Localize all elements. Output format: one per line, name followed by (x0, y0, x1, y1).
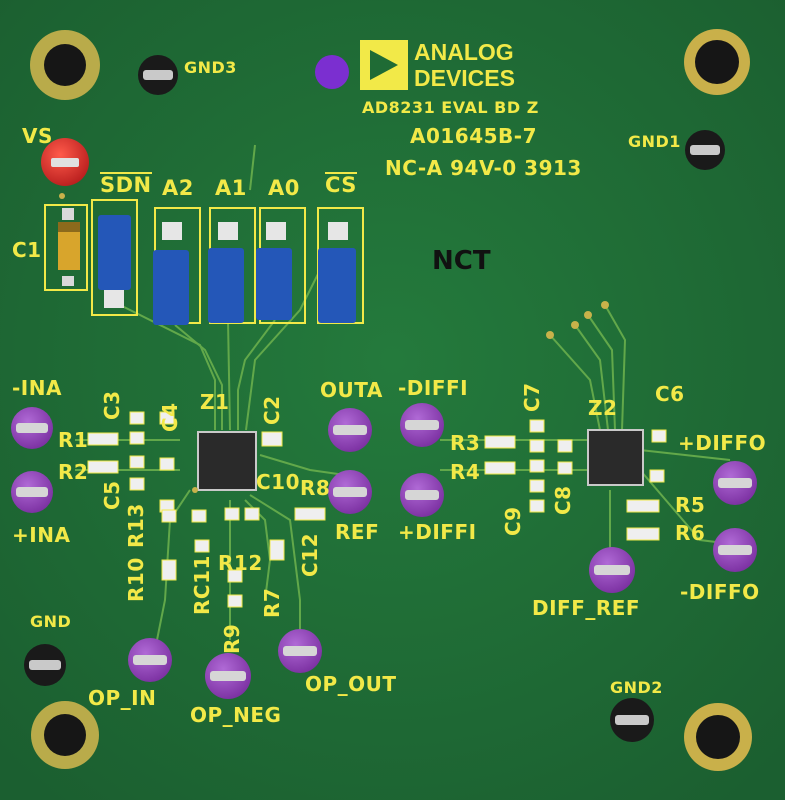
label-gnd2: GND2 (610, 678, 663, 697)
label-c4: C4 (158, 402, 182, 432)
label-c6: C6 (655, 382, 685, 406)
label-r7: R7 (260, 587, 284, 618)
c1-capacitor-icon (44, 204, 88, 291)
label-vs: VS (22, 124, 53, 148)
jumper-header-icon (91, 199, 364, 325)
label-sdn: SDN (100, 172, 152, 197)
label-op-in: OP_IN (88, 686, 157, 710)
label-ref: REF (335, 520, 380, 544)
label-pos-diffi: +DIFFI (398, 520, 477, 544)
label-neg-ina: -INA (12, 376, 62, 400)
vs-test-point-icon (41, 138, 89, 186)
label-r3: R3 (450, 431, 481, 455)
label-r2: R2 (58, 460, 89, 484)
label-r13: R13 (124, 503, 148, 548)
label-z2: Z2 (588, 396, 618, 420)
label-c5: C5 (100, 480, 124, 510)
label-pos-diffo: +DIFFO (678, 431, 767, 455)
label-r6: R6 (675, 521, 706, 545)
label-r8: R8 (300, 476, 331, 500)
label-r10: R10 (124, 557, 148, 602)
label-c8: C8 (551, 485, 575, 515)
brand-line-1: ANALOG (414, 39, 514, 65)
board-part-number: A01645B-7 (410, 124, 538, 148)
label-a2: A2 (162, 176, 194, 200)
label-r9: R9 (220, 623, 244, 654)
label-op-out: OP_OUT (305, 672, 397, 696)
label-r1: R1 (58, 428, 89, 452)
label-gnd: GND (30, 612, 72, 631)
label-a1: A1 (215, 176, 247, 200)
label-a0: A0 (268, 176, 300, 200)
label-diff-ref: DIFF_REF (532, 596, 641, 620)
gnd-post-icon (24, 55, 725, 742)
label-c2: C2 (260, 395, 284, 425)
label-neg-diffi: -DIFFI (398, 376, 469, 400)
label-op-neg: OP_NEG (190, 703, 282, 727)
brand-line-2: DEVICES (414, 65, 515, 91)
board-model: AD8231 EVAL BD Z (362, 98, 539, 117)
board-rating: NC-A 94V-0 3913 (385, 156, 582, 180)
smd-passive-icon (87, 411, 667, 608)
label-c9: C9 (501, 506, 525, 536)
test-point-icon (11, 403, 757, 699)
label-c1: C1 (12, 238, 42, 262)
via-icon (59, 193, 609, 493)
label-c10: C10 (256, 470, 301, 494)
label-gnd3: GND3 (184, 58, 237, 77)
label-z1: Z1 (200, 390, 230, 414)
label-c12: C12 (298, 532, 322, 577)
label-pos-ina: +INA (12, 523, 71, 547)
label-r12: R12 (218, 551, 263, 575)
mounting-hole-icon (30, 29, 752, 771)
label-rc11: RC11 (190, 555, 214, 615)
label-gnd1: GND1 (628, 132, 681, 151)
board-marker: NCT (432, 246, 491, 276)
label-neg-diffo: -DIFFO (680, 580, 760, 604)
ic-chip-icon (197, 429, 644, 491)
label-outa: OUTA (320, 378, 383, 402)
brand-logo-icon (360, 40, 408, 90)
via-dot-icon (315, 55, 349, 89)
label-c3: C3 (100, 390, 124, 420)
label-r5: R5 (675, 493, 706, 517)
label-c7: C7 (520, 382, 544, 412)
label-cs: CS (325, 172, 357, 197)
label-r4: R4 (450, 460, 481, 484)
